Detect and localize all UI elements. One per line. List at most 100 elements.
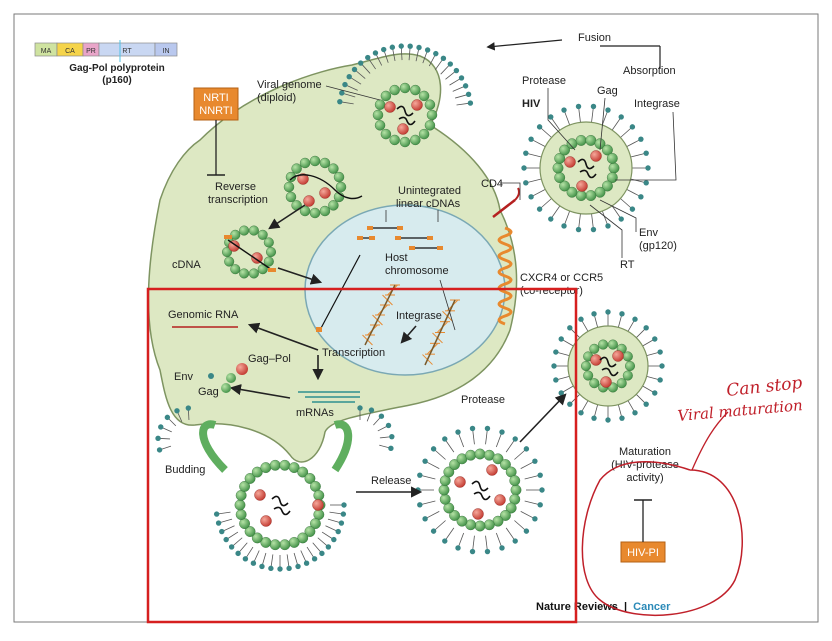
env-spike-head <box>469 548 476 555</box>
gag-particle <box>221 383 231 393</box>
capsid-bead <box>608 162 620 174</box>
helix-backbone <box>364 284 396 346</box>
capsid-bead <box>575 190 587 201</box>
env-spike-head <box>385 422 392 429</box>
polyprotein-segment-label-ca: CA <box>65 48 75 55</box>
protease-mid-label: Protease <box>461 394 505 406</box>
env-spike-head <box>174 408 180 414</box>
env-spike-head <box>536 124 543 130</box>
capsid-bead <box>309 155 321 167</box>
reverse-transcription-label: Reverse <box>215 181 256 193</box>
env-spike-head <box>537 472 543 478</box>
capsid-bead <box>260 537 272 548</box>
env-spike-head <box>638 136 644 142</box>
mature-virion-capsid <box>581 339 636 393</box>
env-spike-head <box>467 100 474 106</box>
linear-cdna-ltr <box>409 246 415 250</box>
env-spike-head <box>590 226 597 233</box>
capsid-bead <box>224 256 235 267</box>
env-spike-head <box>358 60 364 66</box>
capsid-bead <box>263 256 274 267</box>
capsid-bead <box>239 481 250 492</box>
capsid-bead <box>554 153 566 164</box>
linear-cdna-ltr <box>357 236 363 240</box>
cdna-ltr <box>268 268 276 272</box>
env-spike-head <box>430 446 437 452</box>
unintegrated-label: Unintegrated <box>398 185 461 197</box>
enzyme-particle <box>254 489 266 501</box>
capsid-bead <box>335 181 347 193</box>
env-spike-head <box>605 417 611 423</box>
polyprotein-segment-label-ma: MA <box>41 48 52 55</box>
budding-virion-spikes <box>213 502 347 572</box>
env-spike-head <box>325 544 332 550</box>
capsid-bead <box>585 190 597 201</box>
gag-pol-label: Gag–Pol <box>248 353 291 365</box>
capsid-bead <box>410 84 421 96</box>
viral-rna <box>271 495 291 516</box>
capsid-bead <box>299 157 311 169</box>
enzyme-particle <box>251 252 263 264</box>
capsid-bead <box>248 225 259 236</box>
env-spike-head <box>484 548 491 555</box>
mrna-lines <box>298 391 360 403</box>
rt-nucleic-acid <box>289 174 363 200</box>
capsid-bead <box>505 502 517 514</box>
env-spike-head <box>591 311 597 317</box>
gag-pol-particle-1 <box>236 363 248 375</box>
env-spike-head <box>407 43 413 49</box>
capsid-bead <box>269 459 281 471</box>
env-spike-head <box>351 66 358 73</box>
env-spike-head <box>185 405 192 411</box>
polyprotein-segment-in <box>154 42 178 57</box>
env-spike-head <box>223 536 229 543</box>
capsid-bead <box>374 120 386 131</box>
hiv-virion-spikes <box>521 103 651 233</box>
env-spike-head <box>378 413 385 419</box>
env-spike-head <box>561 223 567 229</box>
entering-virion-capsid <box>372 82 438 148</box>
linear-cdna-ltr <box>369 236 375 240</box>
capsid-bead <box>575 135 587 146</box>
nnrti-label: NNRTI <box>199 105 232 117</box>
env-spike-head <box>619 415 625 421</box>
transcription-label: Transcription <box>322 347 385 359</box>
capsid-bead <box>426 109 438 121</box>
capsid-bead <box>449 459 460 470</box>
enzyme-particle <box>260 515 272 527</box>
env-spike-head <box>458 75 465 81</box>
env-spike-head <box>455 545 461 551</box>
cd4-label: CD4 <box>481 178 503 190</box>
capsid-bead <box>389 134 400 146</box>
capsid-bead <box>288 537 300 548</box>
coreceptor-loops <box>497 226 513 326</box>
env-spike-head <box>523 528 530 534</box>
env-spike-head <box>417 502 423 508</box>
linear-cdna-ltr <box>367 226 373 230</box>
enzyme-particle <box>411 99 423 111</box>
viral-rna <box>599 356 619 377</box>
capsid-bead <box>438 484 450 496</box>
coreceptor-label: CXCR4 or CCR5 <box>520 272 603 284</box>
env-spike-head <box>341 502 347 508</box>
capsid-bead <box>410 134 421 146</box>
capsid-bead <box>319 205 331 217</box>
capsid-bead <box>606 172 618 183</box>
env-spike-head <box>453 67 460 74</box>
capsid-bead <box>606 153 618 164</box>
integrase-mid-label: Integrase <box>396 310 442 322</box>
capsid-bead <box>474 448 486 460</box>
capsid-bead <box>297 466 309 478</box>
highlight-rectangle <box>146 287 578 624</box>
capsid-bead <box>299 205 311 217</box>
env-spike-head <box>357 405 363 411</box>
enzyme-particle <box>576 180 588 192</box>
enzyme-particle <box>312 499 324 511</box>
env-spike-head <box>523 446 530 452</box>
capsid-bead <box>279 539 291 551</box>
env-spike-head <box>398 43 404 49</box>
hiv-virion-capsid <box>552 135 620 201</box>
polyprotein-segment-label-in: IN <box>163 48 170 55</box>
env-spike-head <box>417 472 423 478</box>
